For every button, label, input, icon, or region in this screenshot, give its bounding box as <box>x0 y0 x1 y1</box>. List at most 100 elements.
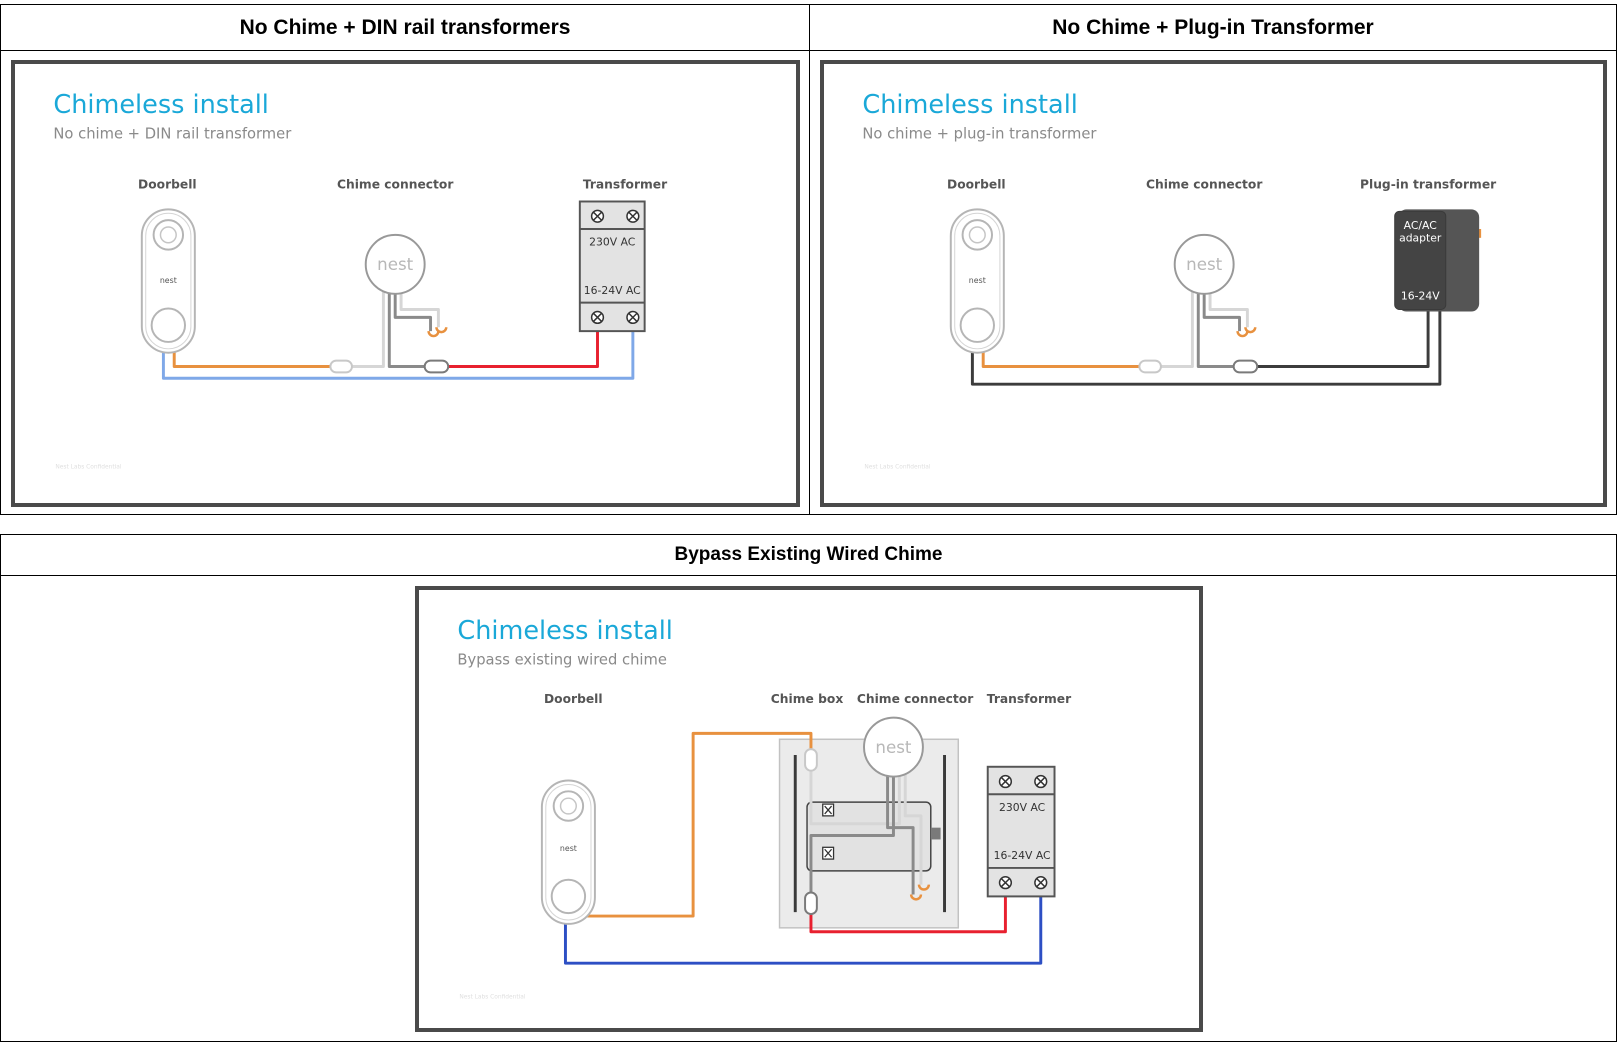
white-lead <box>1208 291 1249 328</box>
doorbell-brand: nest <box>560 844 577 853</box>
slide-din: Chimeless install No chime + DIN rail tr… <box>11 60 800 507</box>
slide-plugin: Chimeless install No chime + plug-in tra… <box>820 60 1607 507</box>
wire-nut-grey <box>1232 359 1259 374</box>
label-chime-connector: Chime connector <box>1146 178 1263 192</box>
white-wire <box>1160 291 1194 368</box>
red-wire <box>448 321 599 368</box>
blue-wire <box>161 321 635 380</box>
orange-wire <box>172 348 333 368</box>
label-transformer: Transformer <box>987 692 1072 706</box>
white-lead <box>399 291 440 328</box>
doorbell-camera <box>552 790 585 822</box>
wires <box>161 291 635 380</box>
slide-footer: Nest Labs Confidential <box>459 995 525 1001</box>
grey-lead <box>1202 291 1241 332</box>
transformer-output: 16-24V AC <box>584 284 641 297</box>
slide-footer: Nest Labs Confidential <box>55 465 121 471</box>
transformer <box>578 200 646 333</box>
terminal-screws <box>590 209 640 325</box>
slide-title: Chimeless install <box>53 90 268 120</box>
doorbell <box>540 779 596 925</box>
top-table: No Chime + DIN rail transformers Chimele… <box>0 4 1617 515</box>
connector-brand: nest <box>875 738 912 757</box>
orange-hook <box>917 884 931 891</box>
bottom-table: Bypass Existing Wired Chime Chimeless in… <box>0 534 1617 1042</box>
header-plugin: No Chime + Plug-in Transformer <box>810 5 1616 51</box>
header-din: No Chime + DIN rail transformers <box>1 5 809 51</box>
doorbell-camera <box>961 219 994 251</box>
wire-nut-white <box>329 359 353 374</box>
slide-subtitle: No chime + DIN rail transformer <box>53 126 292 143</box>
wires <box>970 291 1442 386</box>
orange-hook <box>1236 330 1249 338</box>
plugin-adapter <box>1394 210 1447 311</box>
chime-connector <box>1173 233 1235 295</box>
black-wire-bottom <box>970 307 1442 386</box>
adapter-line2: adapter <box>1399 232 1442 245</box>
red-wire <box>809 886 1007 934</box>
label-chime-box: Chime box <box>771 692 844 706</box>
chime-terminals <box>822 803 835 860</box>
orange-wire <box>981 348 1142 368</box>
doorbell-brand: nest <box>969 276 986 285</box>
label-doorbell: Doorbell <box>138 178 197 192</box>
header-bypass: Bypass Existing Wired Chime <box>1 535 1616 576</box>
label-doorbell: Doorbell <box>544 692 603 706</box>
doorbell-button <box>150 307 186 343</box>
label-transformer: Transformer <box>583 178 668 192</box>
diagram-din: Chimeless install No chime + DIN rail tr… <box>53 90 668 471</box>
blue-wire <box>563 886 1043 965</box>
white-wire <box>809 768 901 826</box>
orange-hook <box>427 330 440 338</box>
chime-connector <box>364 233 426 295</box>
orange-hook <box>435 327 448 334</box>
cell-din: No Chime + DIN rail transformers Chimele… <box>1 5 809 514</box>
adapter-line1: AC/AC <box>1404 219 1437 232</box>
doorbell <box>140 208 196 354</box>
white-lead <box>903 774 923 885</box>
chime-connector <box>863 716 924 778</box>
slide-subtitle: Bypass existing wired chime <box>457 652 667 669</box>
label-chime-connector: Chime connector <box>857 692 974 706</box>
label-doorbell: Doorbell <box>947 178 1006 192</box>
orange-wire <box>585 731 813 918</box>
transformer <box>986 765 1056 898</box>
slide-subtitle: No chime + plug-in transformer <box>862 126 1097 143</box>
slide-footer: Nest Labs Confidential <box>864 465 930 471</box>
terminal-screws <box>998 774 1048 890</box>
grey-lead <box>393 291 433 332</box>
label-chime-connector: Chime connector <box>337 178 454 192</box>
grey-wire <box>1196 291 1234 368</box>
label-plugin-transformer: Plug-in transformer <box>1360 178 1497 192</box>
diagram-plugin: Chimeless install No chime + plug-in tra… <box>862 90 1497 471</box>
slide-title: Chimeless install <box>862 90 1078 120</box>
orange-hook <box>1244 327 1257 334</box>
black-wire-top <box>1257 307 1430 368</box>
doorbell-camera <box>152 219 185 251</box>
grey-wire <box>387 291 425 368</box>
doorbell-button <box>959 307 995 343</box>
doorbell <box>949 208 1005 354</box>
grey-lead <box>886 774 915 895</box>
slide-title: Chimeless install <box>457 616 673 646</box>
connector-brand: nest <box>1186 255 1223 274</box>
column-divider <box>809 5 810 514</box>
cell-plugin: No Chime + Plug-in Transformer Chimeless… <box>810 5 1616 514</box>
white-wire <box>351 291 385 368</box>
wire-nut-white <box>804 748 818 772</box>
transformer-output: 16-24V AC <box>994 849 1051 862</box>
doorbell-brand: nest <box>160 276 177 285</box>
transformer-input: 230V AC <box>589 236 635 249</box>
diagram-bypass: Chimeless install Bypass existing wired … <box>457 616 1072 1001</box>
doorbell-button <box>550 878 587 915</box>
wire-nut-grey <box>804 891 818 916</box>
wire-nut-white <box>1138 359 1162 374</box>
wire-nut-grey <box>423 359 450 374</box>
grey-wire <box>809 774 895 897</box>
slide-bypass: Chimeless install Bypass existing wired … <box>415 586 1203 1032</box>
orange-hook <box>909 894 923 901</box>
transformer-input: 230V AC <box>999 801 1045 814</box>
connector-brand: nest <box>377 255 414 274</box>
wires <box>563 731 1043 965</box>
adapter-voltage: 16-24V <box>1401 290 1440 303</box>
